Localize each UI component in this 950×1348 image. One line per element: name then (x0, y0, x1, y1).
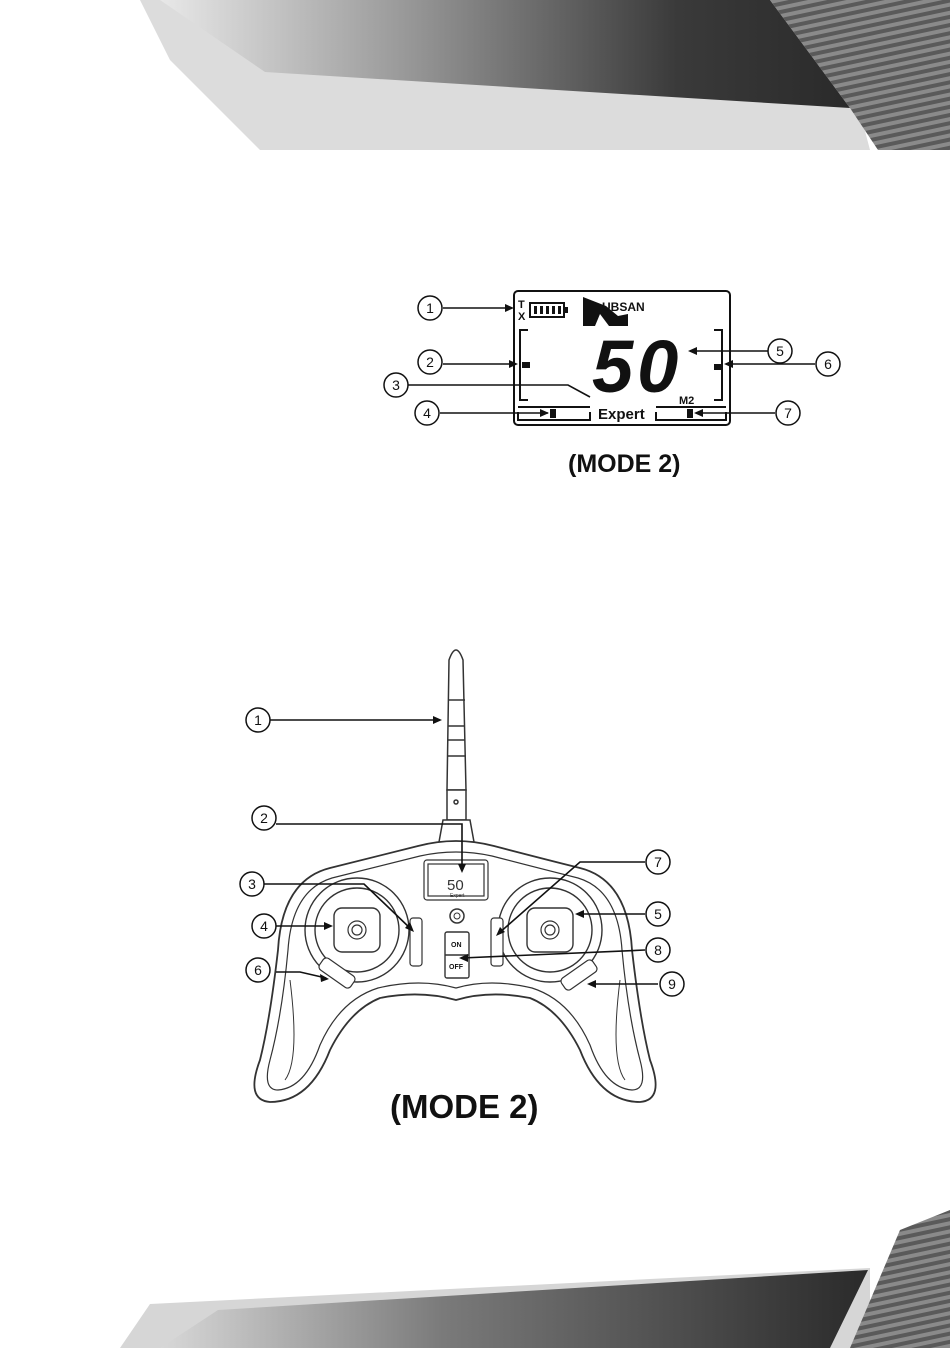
left-vertical-trim-button (410, 918, 422, 966)
power-switch (445, 932, 469, 978)
transmitter-figure-caption: (MODE 2) (390, 1088, 539, 1126)
power-on-label: ON (451, 942, 462, 949)
tx-callout-1: 1 (254, 712, 262, 728)
tx-callout-9: 9 (668, 976, 676, 992)
tx-callout-8: 8 (654, 942, 662, 958)
tx-callout-4: 4 (260, 918, 268, 934)
right-vertical-trim-button (491, 918, 503, 966)
tx-callout-6: 6 (254, 962, 262, 978)
mini-lcd-value: 50 (447, 877, 464, 894)
tx-callout-3: 3 (248, 876, 256, 892)
tx-callout-5: 5 (654, 906, 662, 922)
tx-callout-7: 7 (654, 854, 662, 870)
power-off-label: OFF (449, 964, 464, 971)
tx-callout-2: 2 (260, 810, 268, 826)
antenna (439, 650, 474, 842)
mini-lcd-expert: Expert (450, 893, 465, 899)
